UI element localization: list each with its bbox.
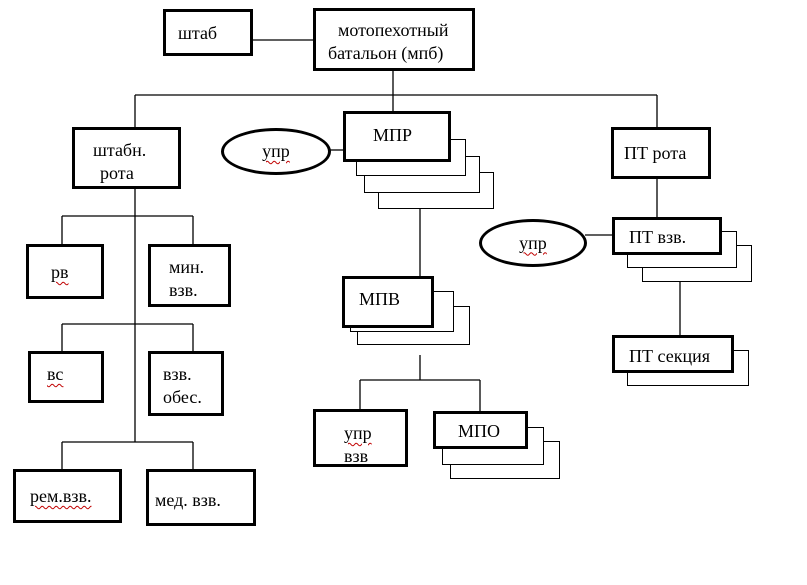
mpv-label: МПВ — [359, 289, 401, 309]
at-platoon-node: ПТ взв. — [612, 217, 722, 255]
repair-platoon-node: рем.взв. — [13, 469, 122, 523]
battalion-node: мотопехотный батальон (мпб) — [313, 8, 475, 71]
min-platoon-node: мин. взв. — [148, 244, 231, 307]
vs-label: вс — [47, 364, 64, 384]
upr-right-ellipse: упр — [479, 219, 587, 267]
rv-node: рв — [26, 244, 104, 299]
rv-label: рв — [51, 262, 69, 282]
support-platoon-label-line2: обес. — [163, 387, 202, 407]
mpr-node: МПР — [343, 111, 451, 162]
support-platoon-node: взв. обес. — [148, 351, 224, 416]
upr-right-label: упр — [519, 232, 547, 253]
mpo-node: МПО — [433, 411, 528, 449]
upr-platoon-label-line1: упр — [344, 423, 372, 443]
upr-left-ellipse: упр — [221, 128, 331, 175]
battalion-label-line1: мотопехотный — [338, 20, 449, 40]
at-section-node: ПТ секция — [612, 335, 734, 373]
hq-company-label-line2: рота — [100, 163, 134, 183]
battalion-label-line2: батальон (мпб) — [328, 43, 444, 63]
at-company-node: ПТ рота — [611, 127, 711, 179]
mpo-label: МПО — [458, 421, 501, 441]
mpv-node: МПВ — [342, 276, 434, 328]
mpr-label: МПР — [373, 125, 413, 145]
upr-left-label: упр — [262, 141, 290, 161]
upr-platoon-node: упр взв — [313, 409, 408, 467]
vs-node: вс — [28, 351, 104, 403]
at-company-label: ПТ рота — [624, 143, 687, 163]
hq-company-node: штабн. рота — [72, 127, 181, 189]
min-platoon-label-line2: взв. — [169, 280, 198, 300]
at-section-label: ПТ секция — [629, 346, 710, 366]
medical-platoon-node: мед. взв. — [146, 469, 256, 526]
medical-platoon-label: мед. взв. — [155, 490, 221, 510]
hq-company-label-line1: штабн. — [93, 140, 147, 160]
repair-platoon-label: рем.взв. — [30, 486, 92, 506]
shtab-node: штаб — [163, 9, 253, 56]
min-platoon-label-line1: мин. — [169, 257, 205, 277]
shtab-label: штаб — [178, 23, 218, 43]
upr-platoon-label-line2: взв — [344, 446, 369, 466]
at-platoon-label: ПТ взв. — [629, 227, 687, 247]
support-platoon-label-line1: взв. — [163, 364, 192, 384]
